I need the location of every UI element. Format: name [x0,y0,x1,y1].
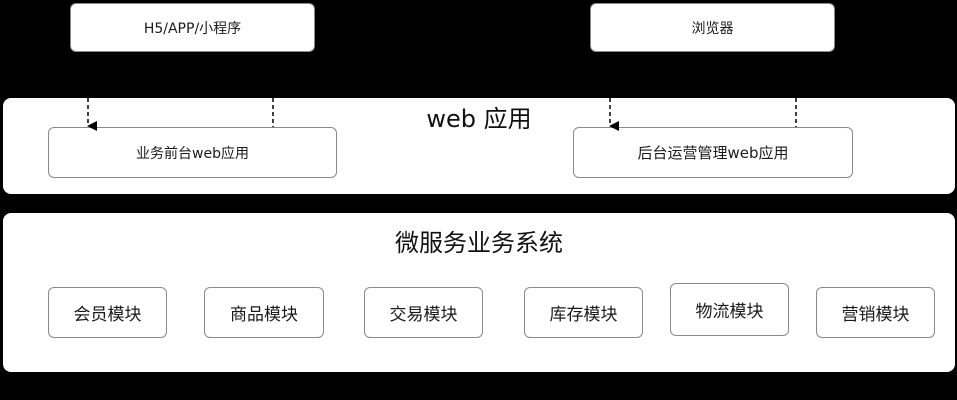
module-marketing: 营销模块 [816,287,935,338]
web-layer-title: web 应用 [426,105,532,133]
module-member: 会员模块 [48,287,167,338]
client-box-h5-app-miniprogram: H5/APP/小程序 [70,3,315,52]
client-label: 浏览器 [691,20,734,37]
module-label: 会员模块 [73,305,142,325]
microservice-layer-title: 微服务业务系统 [395,229,563,257]
module-logistics: 物流模块 [670,283,789,336]
web-app-admin-operations: 后台运营管理web应用 [573,127,853,178]
module-label: 交易模块 [389,305,458,325]
module-inventory: 库存模块 [524,287,643,338]
web-app-business-frontend: 业务前台web应用 [48,127,337,178]
web-app-label: 后台运营管理web应用 [637,144,789,162]
web-app-label: 业务前台web应用 [136,145,249,162]
module-label: 库存模块 [549,305,618,325]
module-label: 物流模块 [695,302,764,322]
module-transaction: 交易模块 [364,287,483,338]
client-box-browser: 浏览器 [590,3,835,52]
module-product: 商品模块 [204,287,324,338]
module-label: 营销模块 [841,305,910,325]
client-label: H5/APP/小程序 [143,20,242,37]
module-label: 商品模块 [230,305,298,325]
